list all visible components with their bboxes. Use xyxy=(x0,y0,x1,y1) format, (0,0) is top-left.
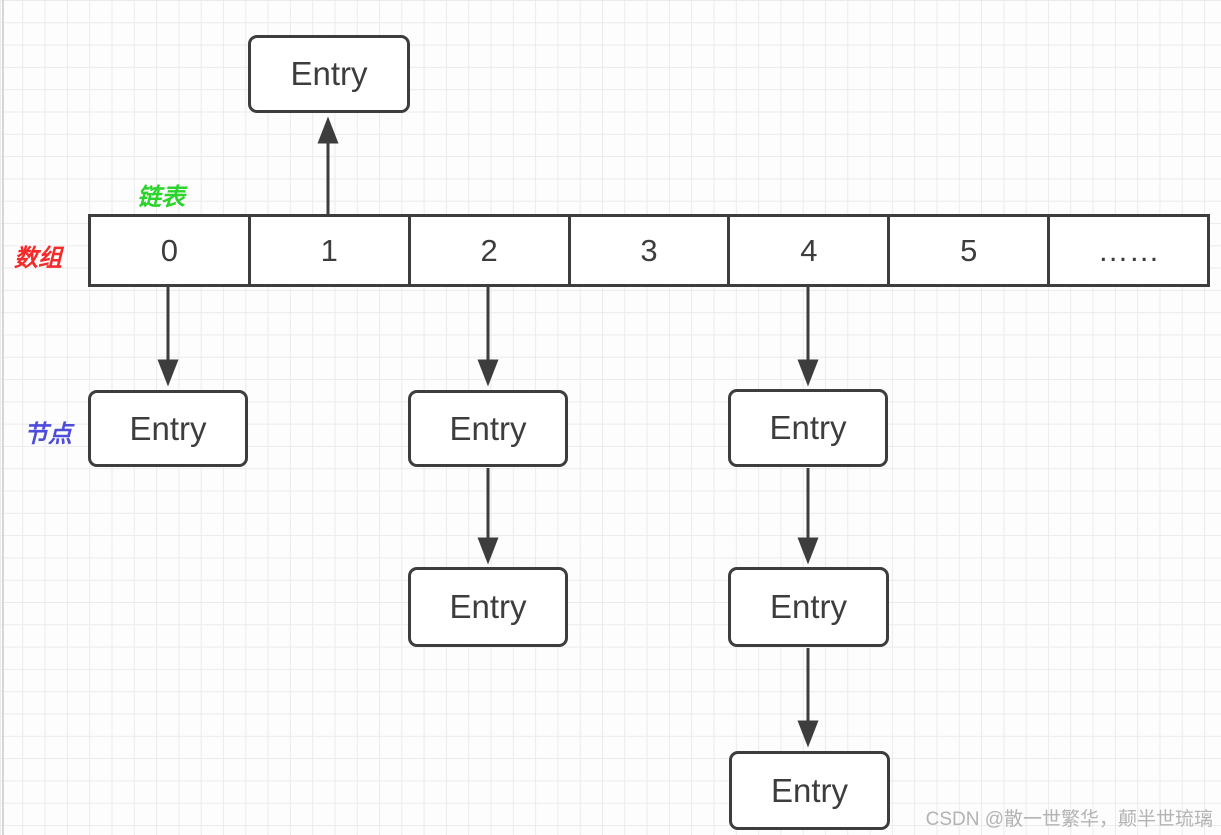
top-entry-label: Entry xyxy=(290,55,368,92)
node-label: 节点 xyxy=(24,421,72,448)
top-entry-node: Entry xyxy=(248,35,410,113)
array-cell-2: 2 xyxy=(411,217,571,284)
array-cell-3: 3 xyxy=(571,217,731,284)
array-cell-1: 1 xyxy=(251,217,411,284)
canvas-left-border xyxy=(2,0,4,835)
array-cell-5: 5 xyxy=(890,217,1051,284)
array-cell-4: 4 xyxy=(730,217,891,284)
bucket2-entry-1: Entry xyxy=(408,390,568,467)
entry-label: Entry xyxy=(769,409,847,446)
bucket-array: 0 1 2 3 4 5 …… xyxy=(88,214,1210,287)
entry-label: Entry xyxy=(770,771,849,809)
bucket2-entry-2: Entry xyxy=(408,567,568,647)
linked-list-label: 链表 xyxy=(137,184,185,211)
bucket4-entry-1: Entry xyxy=(728,389,888,467)
entry-label: Entry xyxy=(449,588,527,625)
array-cell-0: 0 xyxy=(91,217,251,284)
entry-label: Entry xyxy=(129,409,207,447)
array-cell-ellipsis: …… xyxy=(1097,232,1160,268)
bucket4-entry-2: Entry xyxy=(728,567,889,647)
array-label: 数组 xyxy=(14,245,62,272)
bucket4-entry-3: Entry xyxy=(729,751,890,830)
csdn-watermark: CSDN @散一世繁华，颠半世琉璃 xyxy=(925,809,1213,830)
bucket0-entry-1: Entry xyxy=(88,390,248,467)
entry-label: Entry xyxy=(769,588,848,625)
entry-label: Entry xyxy=(449,409,527,447)
